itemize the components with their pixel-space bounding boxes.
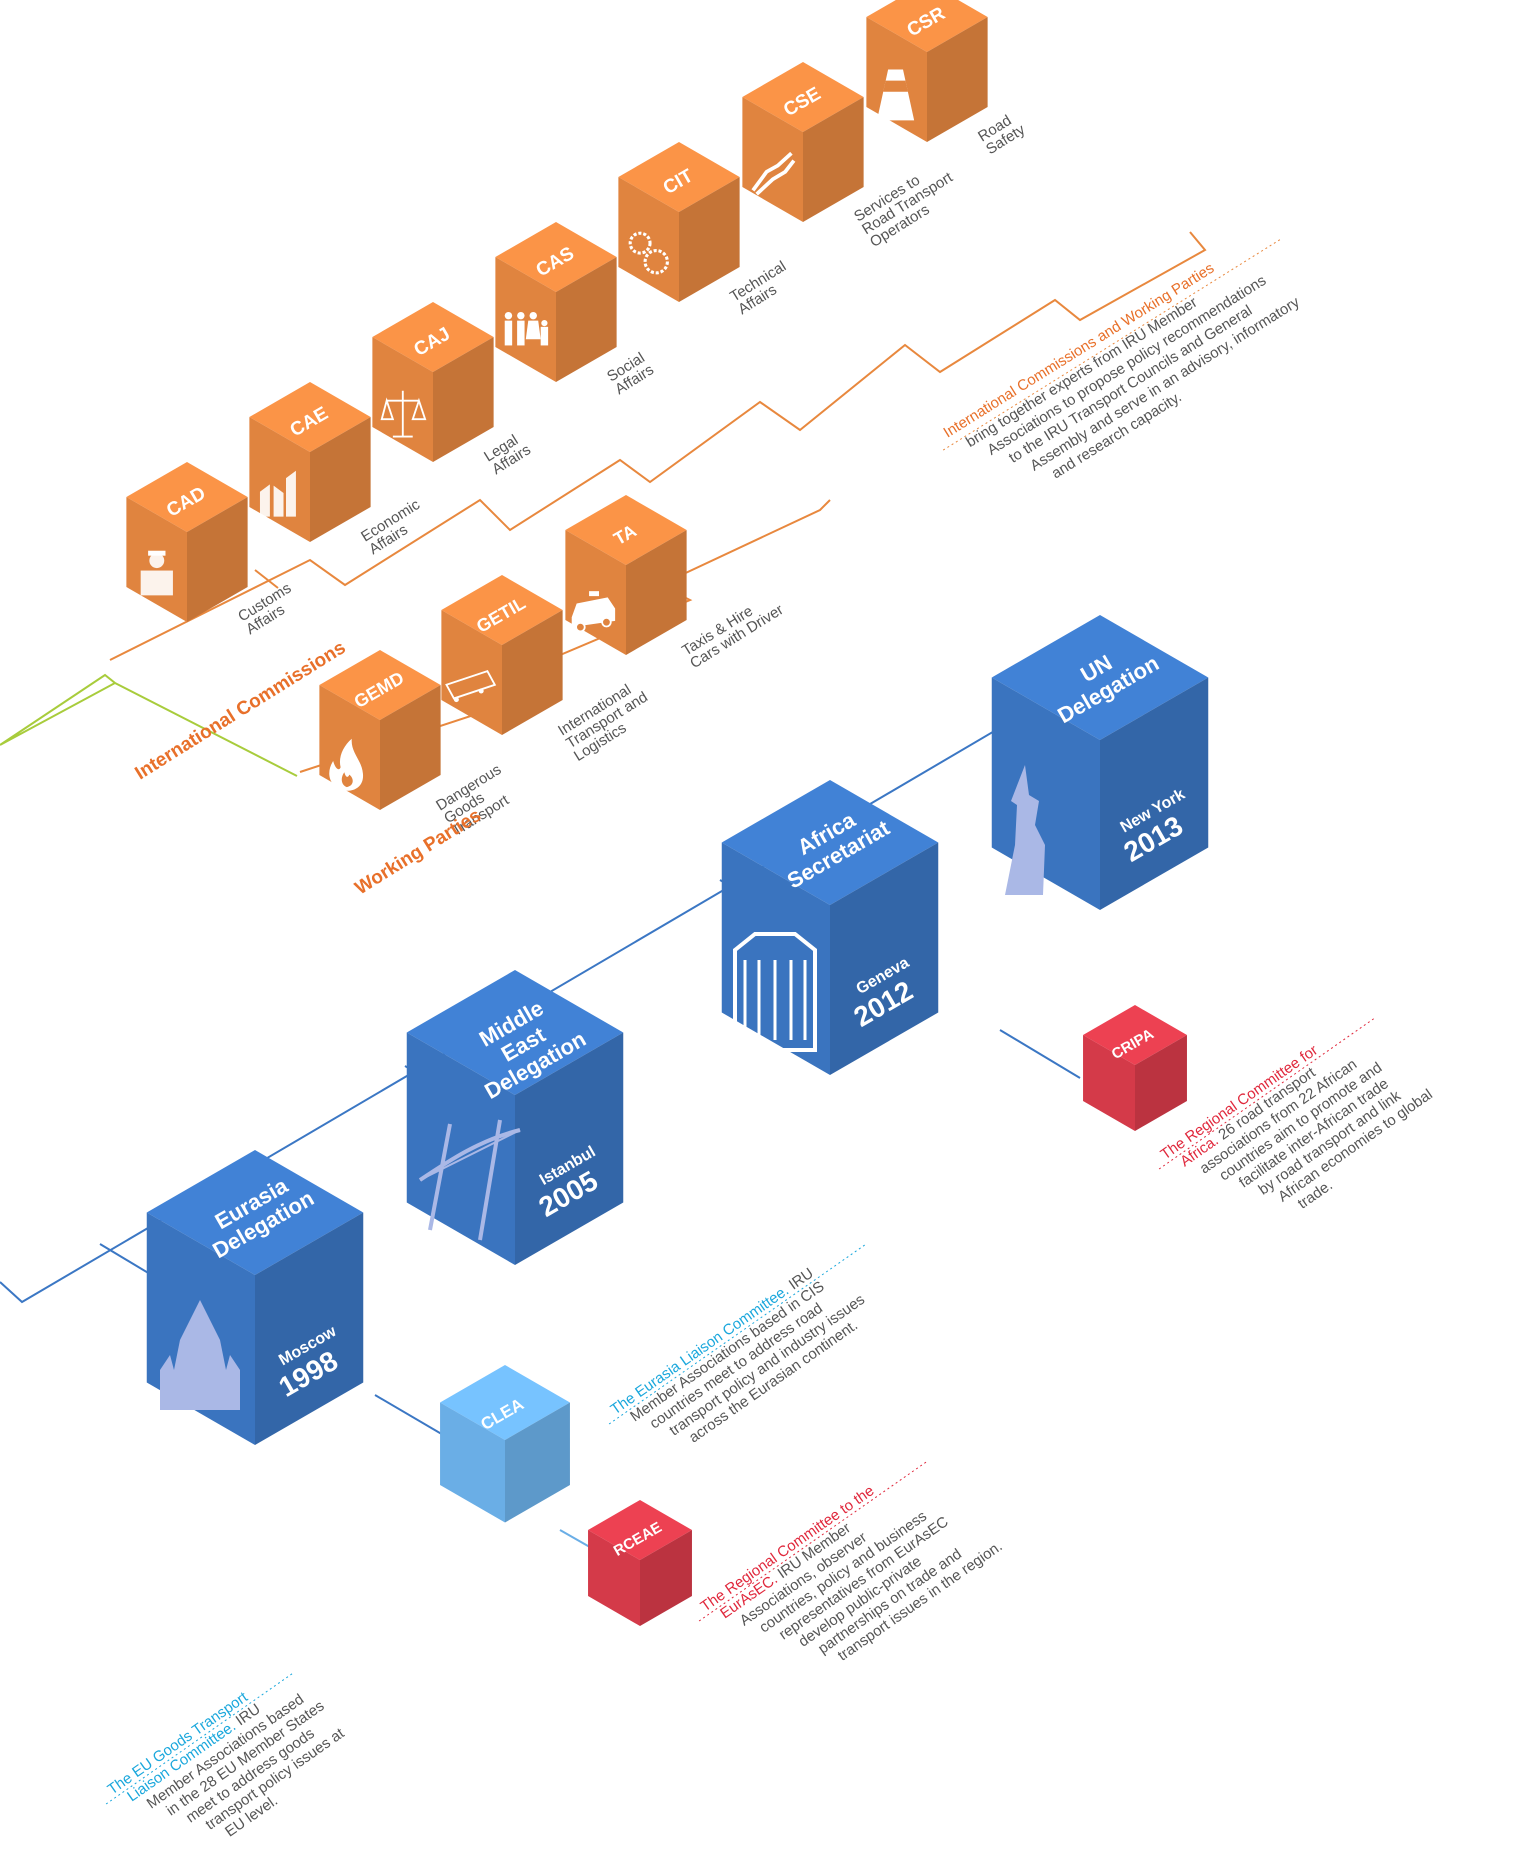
cube-right-face <box>640 1530 692 1626</box>
cube-right-face <box>927 17 988 142</box>
cube-right-face <box>679 177 740 302</box>
cube-right-face <box>255 1212 364 1445</box>
committee-cube-cripa: CRIPA <box>1083 1005 1187 1131</box>
working-party-label: InternationalTransport andLogistics <box>555 676 659 765</box>
note-eu: The EU Goods TransportLiaison Committee.… <box>105 1655 358 1869</box>
cube-left-face <box>441 610 502 735</box>
cube-left-face <box>440 1402 505 1523</box>
cube-left-face <box>1083 1035 1135 1131</box>
committee-cube-clea: CLEA <box>440 1365 570 1523</box>
cube-left-face <box>721 842 830 1075</box>
international-commissions-label: International Commissions <box>132 637 350 784</box>
working-parties-label: Working Parties <box>352 805 486 899</box>
commission-label: RoadSafety <box>975 108 1028 158</box>
cube-left-face <box>618 177 679 302</box>
note-cripa: The Regional Committee forAfrica. 26 roa… <box>1158 1002 1446 1260</box>
cube-right-face <box>187 497 248 622</box>
note-text: The EU Goods TransportLiaison Committee.… <box>105 1655 358 1869</box>
delegation-cubes: EurasiaDelegationMoscow1998MiddleEastDel… <box>146 615 1209 1445</box>
cube-left-face <box>742 97 803 222</box>
cube-right-face <box>830 842 939 1075</box>
cube-right-face <box>502 610 563 735</box>
cube-right-face <box>1100 677 1209 910</box>
note-rceae: The Regional Committee to theEurAsEC. IR… <box>698 1440 1006 1712</box>
commission-label: SocialAffairs <box>604 349 657 399</box>
cube-left-face <box>495 257 556 382</box>
note-clea: The Eurasia Liaison Committee. IRUMember… <box>608 1244 878 1474</box>
cube-right-face <box>380 685 441 810</box>
cube-right-face <box>310 417 371 542</box>
committee-cube-rceae: RCEAE <box>588 1500 692 1626</box>
commission-label: LegalAffairs <box>481 429 534 479</box>
intro-note: International Commissions and Working Pa… <box>941 237 1303 482</box>
cube-top-face <box>588 1500 692 1560</box>
commission-label: Services toRoad TransportOperators <box>851 156 964 251</box>
notes: The Eurasia Liaison Committee. IRUMember… <box>105 1002 1446 1869</box>
note-text: The Eurasia Liaison Committee. IRUMember… <box>608 1249 878 1474</box>
cube-left-face <box>588 1530 640 1626</box>
working-party-label: Taxis & HireCars with Driver <box>679 588 786 672</box>
cube-right-face <box>505 1402 570 1523</box>
cube-right-face <box>1135 1035 1187 1131</box>
cube-right-face <box>626 530 687 655</box>
note-text: The Regional Committee to theEurAsEC. IR… <box>698 1440 1006 1712</box>
cube-right-face <box>556 257 617 382</box>
note-text: The Regional Committee forAfrica. 26 roa… <box>1158 1002 1446 1260</box>
cube-right-face <box>433 337 494 462</box>
cube-right-face <box>803 97 864 222</box>
cube-right-face <box>515 1032 624 1265</box>
cube-top-face <box>866 0 988 52</box>
